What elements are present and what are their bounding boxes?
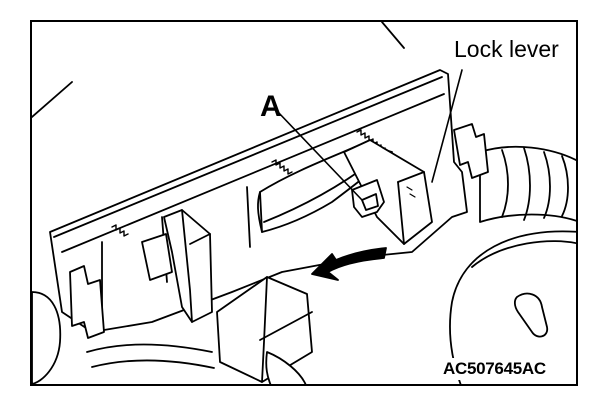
figure-code: AC507645AC bbox=[440, 358, 549, 380]
lower-harness bbox=[86, 276, 313, 384]
upper-right-clip bbox=[453, 123, 489, 179]
leader-lines bbox=[277, 69, 463, 201]
connector-illustration bbox=[32, 22, 576, 384]
right-harness bbox=[479, 145, 576, 223]
curved-arrow-left-icon bbox=[311, 247, 387, 281]
part-a-label: A bbox=[260, 90, 282, 123]
latch-a bbox=[351, 179, 385, 218]
left-retainer bbox=[32, 265, 105, 384]
round-component bbox=[449, 230, 576, 384]
lock-lever bbox=[343, 139, 433, 245]
background-lines bbox=[32, 22, 405, 118]
vertical-posts bbox=[141, 209, 213, 323]
leader-line-lock-lever bbox=[431, 69, 463, 183]
leader-line-a bbox=[277, 111, 363, 201]
lock-lever-label: Lock lever bbox=[452, 36, 561, 63]
illustration-frame: Lock lever A AC507645AC bbox=[30, 20, 578, 386]
